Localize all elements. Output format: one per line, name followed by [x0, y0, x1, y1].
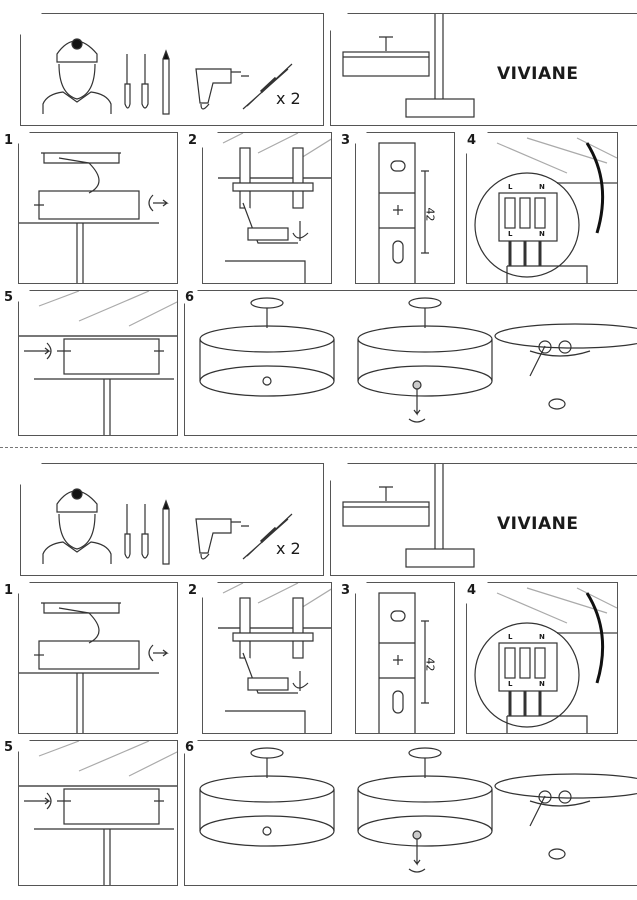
step-6-panel: [184, 290, 637, 436]
quantity-label: x 2: [276, 89, 301, 108]
product-name: VIVIANE: [497, 514, 579, 534]
arrow-right-icon: [24, 342, 52, 360]
lamp-detail-icon: [494, 773, 637, 860]
step-number-1: 1: [4, 133, 14, 148]
rotate-arrow-icon: [148, 194, 169, 212]
step-5-panel: [18, 290, 178, 436]
step-number-5: 5: [4, 290, 14, 305]
product-panel: VIVIANE: [330, 13, 637, 126]
lamp-front-icon: [342, 36, 430, 77]
step-4-panel: L N L N: [466, 582, 618, 734]
mounting-bracket-icon: [378, 592, 416, 733]
step-number-3: 3: [341, 133, 351, 148]
step-5-panel: [18, 740, 178, 886]
drill-icon: [195, 68, 249, 110]
rotate-arrow-icon: [292, 221, 309, 241]
step-number-1: 1: [4, 583, 14, 598]
rotate-arrow-icon: [148, 644, 169, 662]
lamp-shade-icon: [199, 297, 335, 397]
step-3-panel: 42: [355, 132, 455, 284]
cut-line: [0, 447, 637, 448]
screwdrivers-icon: [124, 499, 170, 565]
product-name: VIVIANE: [497, 64, 579, 84]
arrow-right-icon: [24, 792, 52, 810]
terminal-label-n-bottom: N: [539, 680, 545, 688]
tools-panel: x 2: [20, 463, 324, 576]
lamp-shade-icon: [199, 747, 335, 847]
screwdrivers-icon: [124, 49, 170, 115]
step-number-3: 3: [341, 583, 351, 598]
lamp-front-icon: [342, 486, 430, 527]
terminal-label-l-top: L: [508, 633, 513, 641]
terminal-label-l-bottom: L: [508, 230, 513, 238]
wall-plug-icon: [242, 513, 293, 560]
step-2-panel: [202, 132, 332, 284]
electrician-icon: [42, 38, 112, 114]
lamp-side-icon: [405, 464, 475, 568]
terminal-block-icon: [474, 172, 580, 278]
electrician-icon: [42, 488, 112, 564]
step-3-panel: 42: [355, 582, 455, 734]
wall-plug-icon: [242, 63, 293, 110]
terminal-label-l-bottom: L: [508, 680, 513, 688]
mounting-bracket-icon: [378, 142, 416, 283]
tools-panel: x 2: [20, 13, 324, 126]
bracket-dimension: 42: [423, 657, 437, 672]
step-number-6: 6: [185, 740, 195, 755]
lamp-shade-icon: [357, 297, 493, 423]
lamp-detail-icon: [494, 323, 637, 410]
product-panel: VIVIANE: [330, 463, 637, 576]
step-number-4: 4: [467, 133, 477, 148]
step-6-panel: [184, 740, 637, 886]
step-number-2: 2: [188, 583, 198, 598]
terminal-block-icon: [474, 622, 580, 728]
terminal-label-n-bottom: N: [539, 230, 545, 238]
instruction-sheet-bottom: x 2 VIVIANE 1 2 3 42 4: [0, 450, 637, 890]
lamp-shade-icon: [357, 747, 493, 873]
instruction-sheet-top: x 2 VIVIANE 1 2 3 42 4: [0, 0, 637, 440]
step-number-4: 4: [467, 583, 477, 598]
quantity-label: x 2: [276, 539, 301, 558]
bracket-dimension: 42: [423, 207, 437, 222]
step-number-2: 2: [188, 133, 198, 148]
terminal-label-n-top: N: [539, 183, 545, 191]
rotate-arrow-icon: [292, 671, 309, 691]
terminal-label-n-top: N: [539, 633, 545, 641]
step-number-6: 6: [185, 290, 195, 305]
step-4-panel: L N L N: [466, 132, 618, 284]
step-1-panel: [18, 132, 178, 284]
drill-icon: [195, 518, 249, 560]
step-number-5: 5: [4, 740, 14, 755]
terminal-label-l-top: L: [508, 183, 513, 191]
lamp-side-icon: [405, 14, 475, 118]
step-1-panel: [18, 582, 178, 734]
step-2-panel: [202, 582, 332, 734]
